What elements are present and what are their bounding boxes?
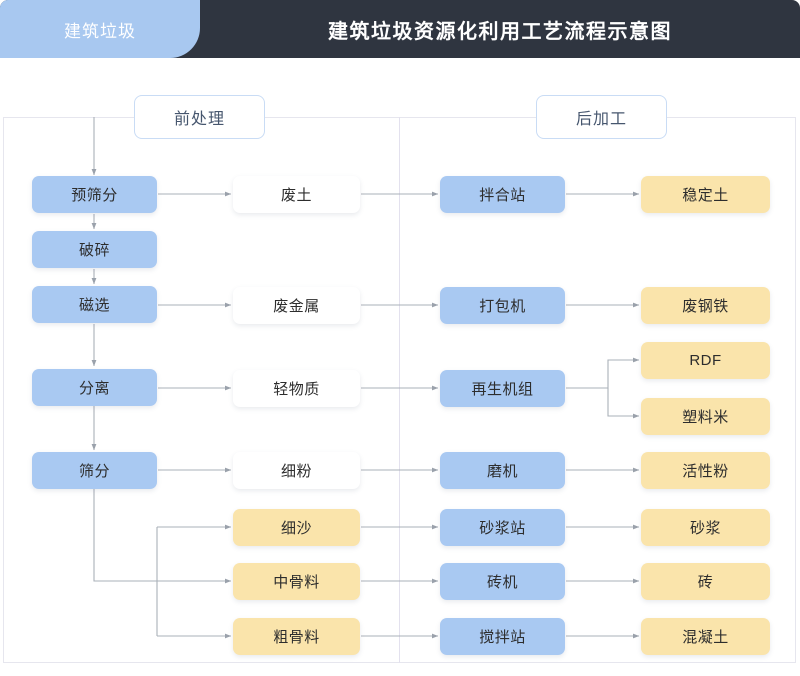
node-stabilized-soil[interactable]: 稳定土	[641, 176, 770, 213]
node-brick-machine[interactable]: 砖机	[440, 563, 565, 600]
node-screening[interactable]: 筛分	[32, 452, 157, 489]
node-coarse-aggregate[interactable]: 粗骨料	[233, 618, 360, 655]
node-active-powder[interactable]: 活性粉	[641, 452, 770, 489]
node-fine-sand[interactable]: 细沙	[233, 509, 360, 546]
node-regeneration-unit[interactable]: 再生机组	[440, 370, 565, 407]
header-tab: 建筑垃圾	[0, 0, 200, 58]
page-title: 建筑垃圾资源化利用工艺流程示意图	[328, 20, 672, 43]
node-pre-screen[interactable]: 预筛分	[32, 176, 157, 213]
node-waste-soil[interactable]: 废土	[233, 176, 360, 213]
header-bar: 建筑垃圾 建筑垃圾资源化利用工艺流程示意图	[0, 0, 800, 58]
section-pill-preprocess[interactable]: 前处理	[134, 95, 265, 139]
node-concrete[interactable]: 混凝土	[641, 618, 770, 655]
node-mortar[interactable]: 砂浆	[641, 509, 770, 546]
node-baler[interactable]: 打包机	[440, 287, 565, 324]
node-mixing-station[interactable]: 拌合站	[440, 176, 565, 213]
node-medium-aggregate[interactable]: 中骨料	[233, 563, 360, 600]
header-tab-label: 建筑垃圾	[64, 21, 136, 41]
node-fine-powder[interactable]: 细粉	[233, 452, 360, 489]
node-mortar-station[interactable]: 砂浆站	[440, 509, 565, 546]
node-scrap-steel[interactable]: 废钢铁	[641, 287, 770, 324]
node-concrete-mixing-station[interactable]: 搅拌站	[440, 618, 565, 655]
node-crush[interactable]: 破碎	[32, 231, 157, 268]
node-magnetic-separation[interactable]: 磁选	[32, 286, 157, 323]
node-rdf[interactable]: RDF	[641, 342, 770, 379]
node-separation[interactable]: 分离	[32, 369, 157, 406]
node-plastic-pellet[interactable]: 塑料米	[641, 398, 770, 435]
node-light-matter[interactable]: 轻物质	[233, 370, 360, 407]
section-pill-postprocess[interactable]: 后加工	[536, 95, 667, 139]
node-brick[interactable]: 砖	[641, 563, 770, 600]
stage-divider	[399, 117, 400, 663]
node-grinder[interactable]: 磨机	[440, 452, 565, 489]
node-waste-metal[interactable]: 废金属	[233, 287, 360, 324]
